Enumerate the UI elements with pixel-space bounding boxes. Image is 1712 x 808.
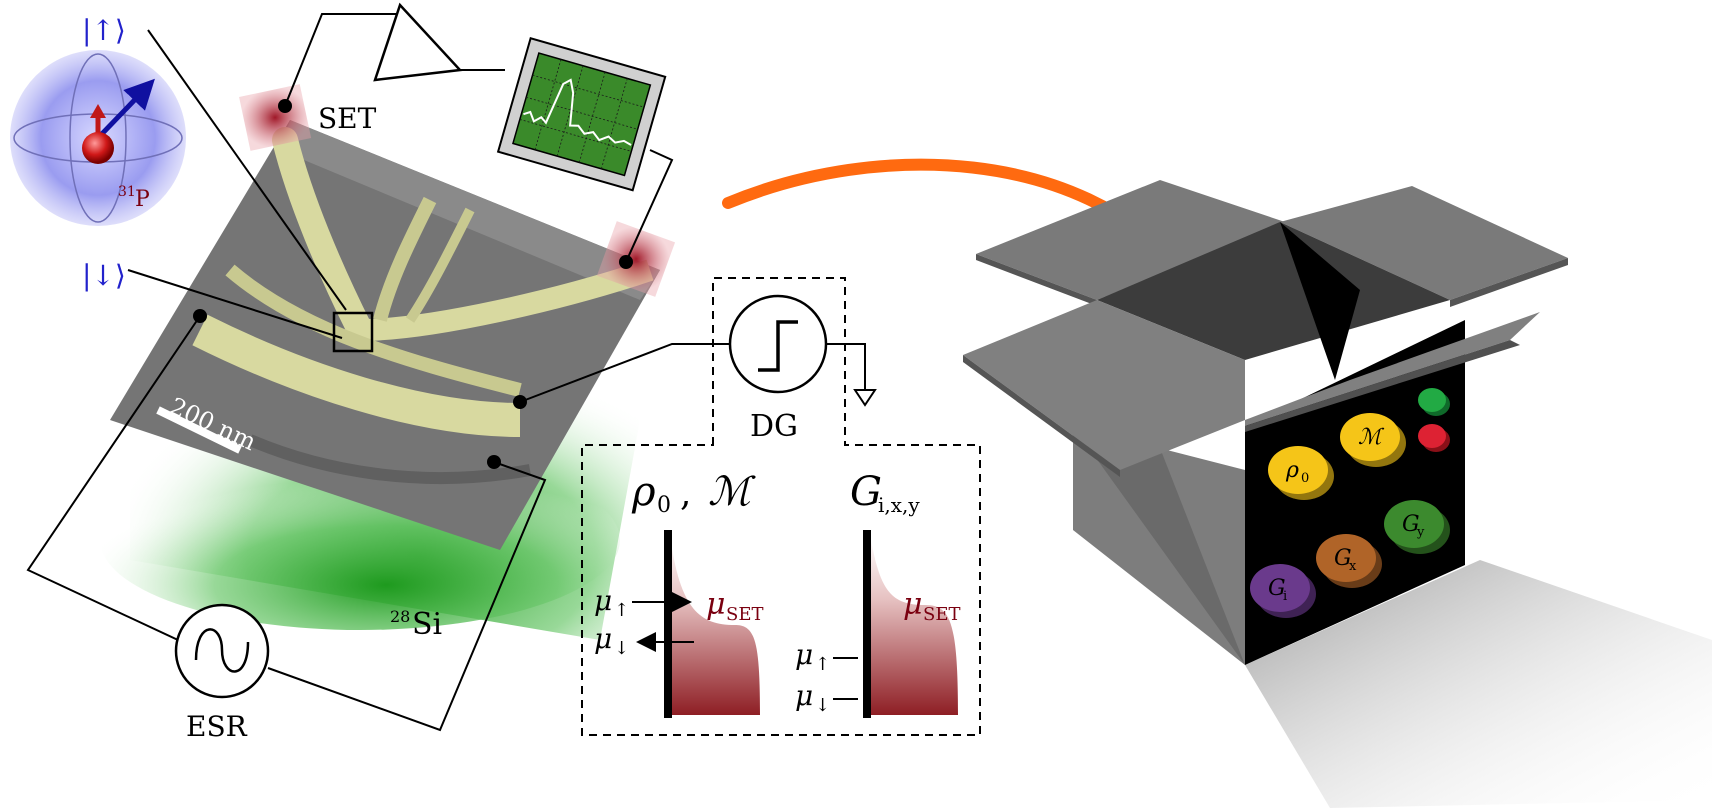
mu-set-left: μ <box>706 587 726 622</box>
led-red <box>1418 424 1446 448</box>
panel-title-m: ℳ <box>708 469 756 515</box>
token-label-Gy: G <box>1402 512 1420 537</box>
p-isotope-label: P <box>135 187 150 212</box>
box-shadow <box>1245 560 1712 808</box>
mu-set-left-sub: SET <box>726 604 763 625</box>
panel-title-rho: ρ <box>631 469 656 515</box>
mu-down-right-sub: ↓ <box>815 695 830 716</box>
amplifier-icon <box>373 2 463 82</box>
token-sub-Gi: i <box>1283 589 1287 604</box>
phosphorus-nucleus <box>82 132 114 164</box>
token-Gy: Gy <box>1384 500 1450 554</box>
set-pad-drain <box>596 221 676 297</box>
mu-up-right-sub: ↑ <box>815 654 830 675</box>
dg-readout: DG <box>519 277 981 736</box>
token-Gx: Gx <box>1316 534 1382 588</box>
token-label-Gi: G <box>1268 576 1286 601</box>
led-green <box>1418 388 1446 412</box>
mu-down-right: μ <box>795 679 813 712</box>
panel-gates: G i,x,y μ ↑ μ ↓ μ SET <box>795 469 960 718</box>
mu-up-right: μ <box>795 638 813 671</box>
oscilloscope-icon <box>496 36 667 192</box>
panel-title-g: G <box>850 469 882 515</box>
set-readout-circuit: SET <box>284 2 674 263</box>
token-M: ℳ <box>1340 413 1406 467</box>
ket-up-label: |↑⟩ <box>82 14 126 47</box>
p-isotope-sup: 31 <box>118 184 136 200</box>
set-label: SET <box>318 102 377 135</box>
scale-bar <box>156 406 242 454</box>
panel-title-g-sub: i,x,y <box>878 493 920 517</box>
mu-set-right: μ <box>903 587 923 622</box>
token-label-Gx: G <box>1334 546 1352 571</box>
token-sub-rho0: 0 <box>1301 471 1309 486</box>
token-label-rho0: ρ <box>1285 458 1299 483</box>
silicon-chip: 200 nm 28 Si <box>100 29 676 642</box>
panel-rho-m: ρ 0 , ℳ μ ↑ μ ↓ μ SET <box>594 469 763 718</box>
token-sub-Gy: y <box>1416 525 1425 540</box>
si-isotope-sup: 28 <box>390 607 410 626</box>
tunnel-barrier-left <box>664 530 672 718</box>
token-sub-Gx: x <box>1349 559 1357 574</box>
mu-down-left-sub: ↓ <box>614 638 629 659</box>
dg-label: DG <box>750 409 798 444</box>
set-fermi-sea-left <box>670 535 760 715</box>
donor-zoom-box <box>332 311 374 353</box>
set-pad-source <box>239 84 312 151</box>
panel-title-rho-sub: 0 <box>657 493 671 518</box>
ground-icon <box>853 389 877 407</box>
mu-up-left-sub: ↑ <box>614 600 629 621</box>
bloch-sphere: 31 P <box>10 50 186 226</box>
mu-down-left: μ <box>594 622 612 655</box>
set-fermi-sea-right <box>870 535 958 715</box>
mu-up-left: μ <box>594 584 612 617</box>
ket-down-label: |↓⟩ <box>82 259 126 292</box>
panel-title-comma: , <box>680 473 691 514</box>
black-box <box>963 180 1712 808</box>
mu-set-right-sub: SET <box>923 604 960 625</box>
dg-dashed-frame <box>581 277 981 736</box>
token-Gi: Gi <box>1250 564 1316 618</box>
esr-label: ESR <box>186 710 248 743</box>
token-label-M: ℳ <box>1358 425 1385 450</box>
esr-source: ESR <box>26 315 547 743</box>
si-isotope-label: Si <box>412 607 442 642</box>
tunnel-barrier-right <box>863 530 871 718</box>
